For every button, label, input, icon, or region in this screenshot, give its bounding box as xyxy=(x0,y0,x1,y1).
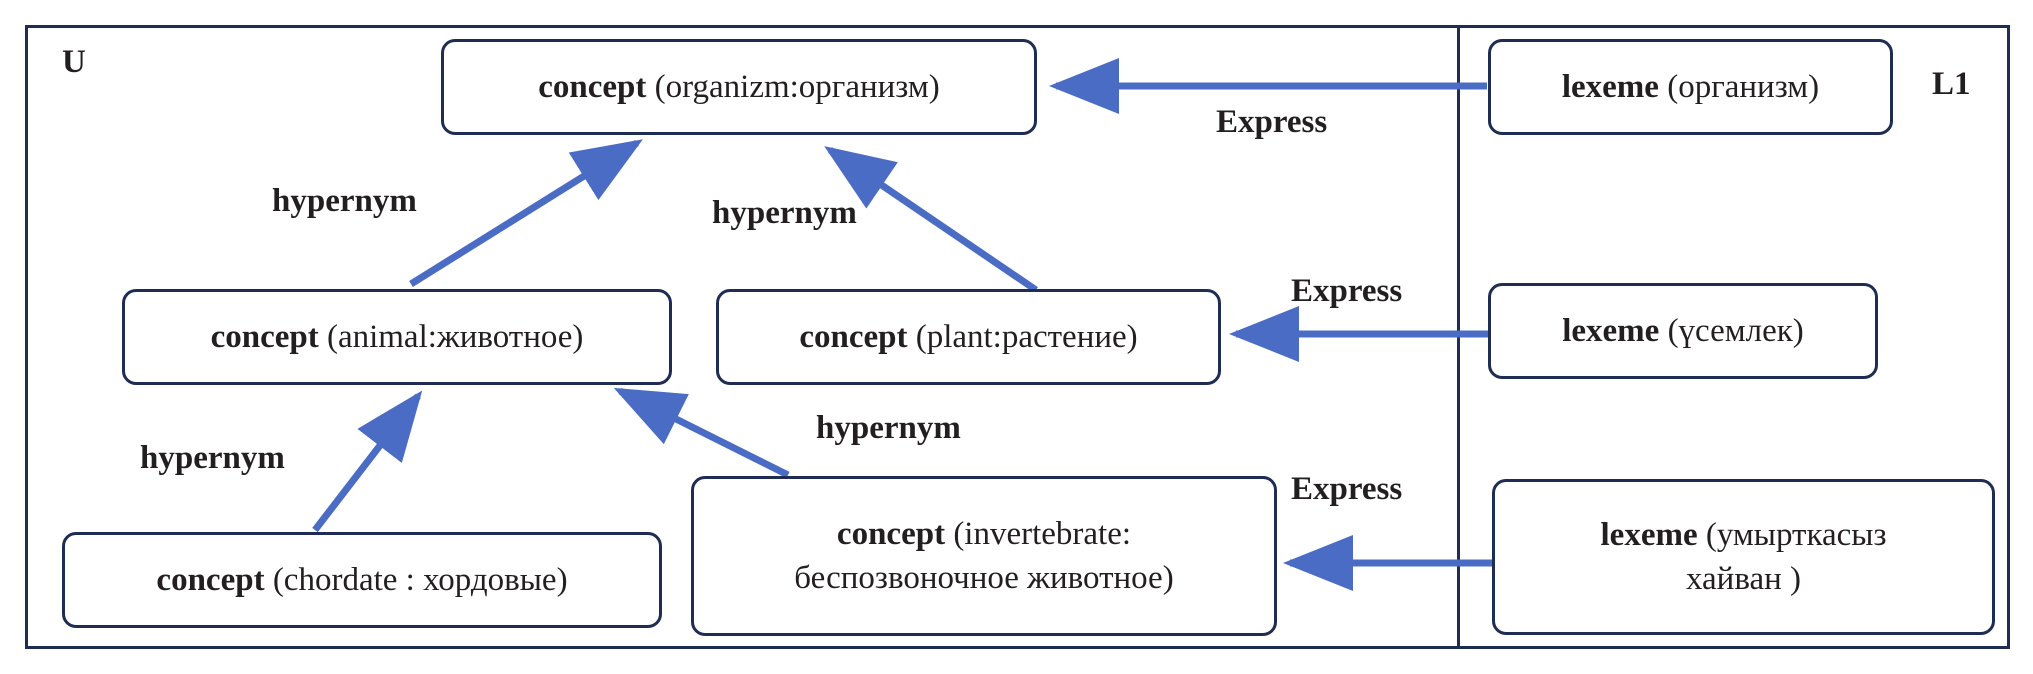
edge-label-hypernym: hypernym xyxy=(272,183,417,219)
concept-keyword: concept xyxy=(156,562,265,598)
concept-box-animal: concept (animal:животное) xyxy=(122,289,672,385)
hypernym-arrow-animal-organism xyxy=(409,139,643,287)
lexeme-gloss: (үсемлек) xyxy=(1659,313,1804,349)
edge-label-hypernym: hypernym xyxy=(140,440,285,476)
hypernym-arrow-invertebrate-animal xyxy=(613,387,790,479)
lexeme-box-invertebrate: lexeme (умырткасыз хайван ) xyxy=(1492,479,1995,635)
concept-keyword: concept xyxy=(799,319,908,355)
concept-gloss-line2: беспозвоночное животное) xyxy=(794,560,1174,596)
edge-label-express: Express xyxy=(1216,104,1328,140)
edge-label-hypernym: hypernym xyxy=(712,195,857,231)
lexeme-keyword: lexeme xyxy=(1562,313,1660,349)
edge-label-express: Express xyxy=(1291,471,1403,507)
universal-region-label: U xyxy=(62,44,86,80)
diagram-frame xyxy=(25,25,2010,649)
concept-gloss: (organizm:организм) xyxy=(646,69,940,105)
hypernym-arrow-plant-organism xyxy=(824,146,1038,293)
concept-gloss: (animal:животное) xyxy=(318,319,584,355)
edge-label-hypernym: hypernym xyxy=(816,410,961,446)
concept-box-invertebrate: concept (invertebrate: беспозвоночное жи… xyxy=(691,476,1277,636)
concept-keyword: concept xyxy=(210,319,319,355)
lexeme-gloss-line2: хайван ) xyxy=(1685,561,1802,597)
concept-gloss: (plant:растение) xyxy=(907,319,1138,355)
lexeme-box-organism: lexeme (организм) xyxy=(1488,39,1893,135)
concept-keyword: concept xyxy=(538,69,647,105)
lexeme-keyword: lexeme xyxy=(1600,517,1698,553)
concept-gloss: (chordate : хордовые) xyxy=(264,562,568,598)
lexeme-gloss-line1: (умырткасыз xyxy=(1697,517,1887,553)
edge-label-express: Express xyxy=(1291,273,1403,309)
language-region-label: L1 xyxy=(1932,66,1971,102)
concept-box-organism: concept (organizm:организм) xyxy=(441,39,1037,135)
concept-gloss-line1: (invertebrate: xyxy=(945,516,1132,552)
concept-box-plant: concept (plant:растение) xyxy=(716,289,1221,385)
lexeme-keyword: lexeme xyxy=(1561,69,1659,105)
concept-keyword: concept xyxy=(836,516,946,552)
lexeme-box-plant: lexeme (үсемлек) xyxy=(1488,283,1878,379)
concept-box-chordate: concept (chordate : хордовые) xyxy=(62,532,662,628)
lexeme-gloss: (организм) xyxy=(1658,69,1820,105)
hypernym-arrow-chordate-animal xyxy=(312,390,423,533)
